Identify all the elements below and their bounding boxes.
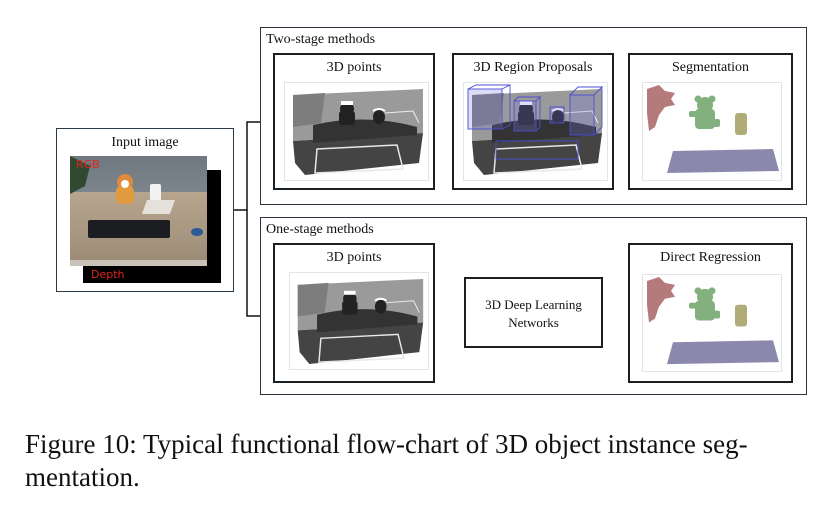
point-cloud-image [284, 82, 429, 181]
point-cloud-image [289, 272, 429, 370]
rgb-image: RGB [70, 156, 207, 266]
deep-learning-network-box: 3D Deep Learning Networks [464, 277, 603, 348]
rgb-label: RGB [76, 158, 100, 171]
stage-title: 3D points [326, 60, 382, 75]
stage-region-proposals: 3D Region Proposals [452, 53, 614, 190]
plush-toy [116, 174, 134, 204]
input-image-title: Input image [111, 135, 179, 150]
proposal-image [463, 82, 608, 181]
figure-caption: Figure 10: Typical functional flow-chart… [25, 428, 825, 494]
depth-label: Depth [91, 268, 125, 281]
input-branch-line [233, 118, 271, 211]
stage-direct-regression: Direct Regression [628, 243, 793, 383]
caption-line-1: Figure 10: Typical functional flow-chart… [25, 429, 748, 459]
one-stage-label: One-stage methods [266, 222, 374, 237]
two-stage-label: Two-stage methods [266, 32, 376, 47]
segmentation-image [642, 82, 782, 181]
input-image-box: Input image Depth [56, 128, 234, 292]
stage-title: Direct Regression [660, 250, 761, 265]
stage-segmentation: Segmentation [628, 53, 793, 190]
regression-image [642, 274, 782, 372]
network-title-line2: Networks [508, 315, 559, 330]
caption-line-2: mentation. [25, 462, 140, 492]
stage-title: 3D Region Proposals [473, 60, 593, 75]
stage-title: 3D points [326, 250, 382, 265]
stage-title: Segmentation [672, 60, 749, 75]
stage-3d-points-two: 3D points [273, 53, 435, 190]
stage-3d-points-one: 3D points [273, 243, 435, 383]
network-title-line1: 3D Deep Learning [485, 297, 582, 312]
